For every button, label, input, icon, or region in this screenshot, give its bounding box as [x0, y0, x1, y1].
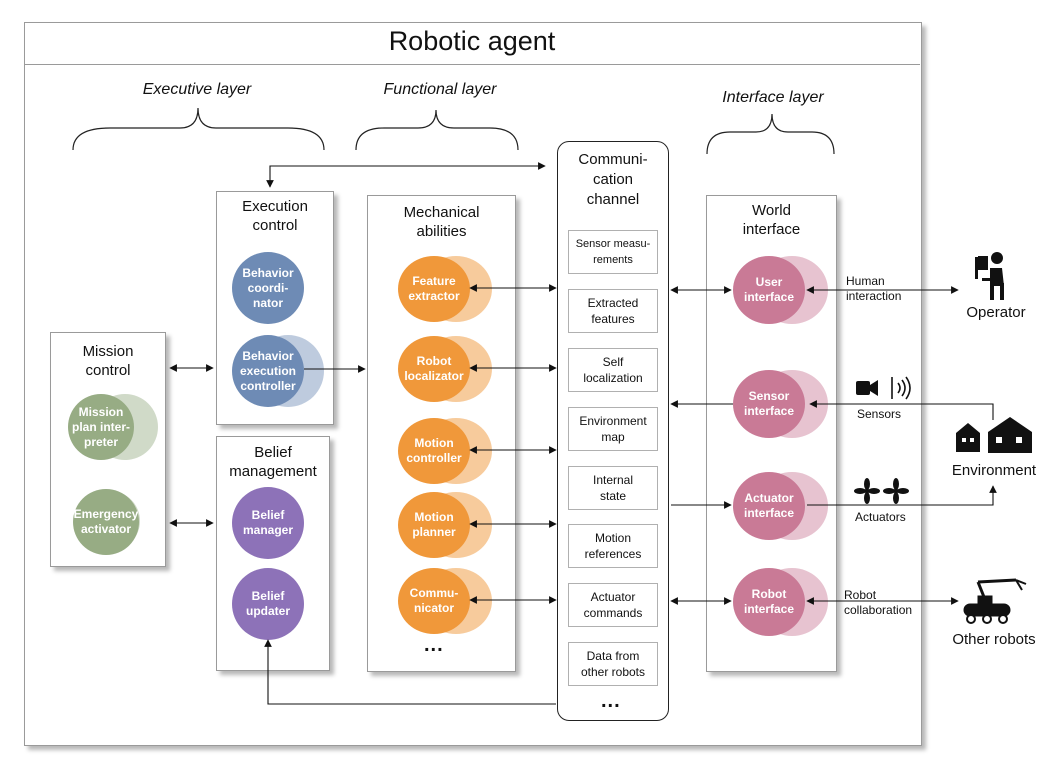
houses-icon [956, 417, 1032, 453]
fan-icon [854, 478, 909, 504]
belief-updater: Belief updater [232, 568, 304, 640]
environment-label: Environment [951, 462, 1037, 479]
actuator-interface: Actuator interface [733, 472, 805, 540]
motion-planner: Motion planner [398, 492, 470, 558]
interface-layer-brace [706, 113, 835, 155]
sensors-label: Sensors [857, 407, 902, 421]
robot-localizator: Robot localizator [398, 336, 470, 402]
channel-item-internal-state: Internal state [568, 466, 658, 510]
motion-controller: Motion controller [398, 418, 470, 484]
mechanical-abilities-ellipsis: ... [424, 634, 444, 656]
robot-interface: Robot interface [733, 568, 805, 636]
channel-item-extracted-features: Extracted features [568, 289, 658, 333]
communication-channel-title: Communi- cation channel [578, 151, 648, 208]
mission-plan-interpreter: Mission plan inter- preter [68, 394, 134, 460]
title-divider [25, 64, 920, 65]
person-at-computer-icon [975, 252, 1004, 300]
video-camera-icon [856, 380, 878, 396]
sensor-interface: Sensor interface [733, 370, 805, 438]
other-robots-label: Other robots [952, 631, 1036, 648]
arrow-channel-to-execution [266, 162, 546, 188]
operator-label: Operator [966, 304, 1026, 321]
channel-item-environment-map: Environment map [568, 407, 658, 451]
channel-item-data-from-other-robots: Data from other robots [568, 642, 658, 686]
behavior-coordinator: Behavior coordi- nator [232, 252, 304, 324]
functional-layer-label: Functional layer [383, 81, 497, 98]
arrow-actuator-interface-to-environment [807, 485, 997, 506]
execution-control-title: Execution control [242, 198, 308, 234]
channel-item-actuator-commands: Actuator commands [568, 583, 658, 627]
signal-waves-icon [891, 376, 911, 400]
robot-arm-icon [963, 578, 1027, 624]
actuators-label: Actuators [855, 510, 906, 524]
world-interface-title: World interface [742, 202, 801, 238]
diagram-title: Robotic agent [388, 26, 556, 56]
channel-item-motion-references: Motion references [568, 524, 658, 568]
behavior-execution-controller: Behavior execution controller [232, 335, 304, 407]
executive-layer-label: Executive layer [142, 81, 252, 98]
belief-management-title: Belief management [229, 444, 317, 480]
mechanical-abilities-title: Mechanical abilities [403, 204, 480, 240]
executive-layer-brace [72, 107, 325, 151]
arrow-channel-to-belief-updater [264, 639, 556, 705]
feature-extractor: Feature extractor [398, 256, 470, 322]
mission-control-title: Mission control [82, 343, 134, 379]
channel-ellipsis: ... [601, 690, 621, 712]
user-interface: User interface [733, 256, 805, 324]
channel-item-sensor-measurements: Sensor measu- rements [568, 230, 658, 274]
arrow-environment-to-sensor-interface [809, 400, 994, 420]
communicator: Commu- nicator [398, 568, 470, 634]
channel-item-self-localization: Self localization [568, 348, 658, 392]
functional-layer-brace [355, 109, 519, 151]
interface-layer-label: Interface layer [722, 89, 824, 106]
belief-manager: Belief manager [232, 487, 304, 559]
emergency-activator: Emergency activator [73, 489, 139, 555]
